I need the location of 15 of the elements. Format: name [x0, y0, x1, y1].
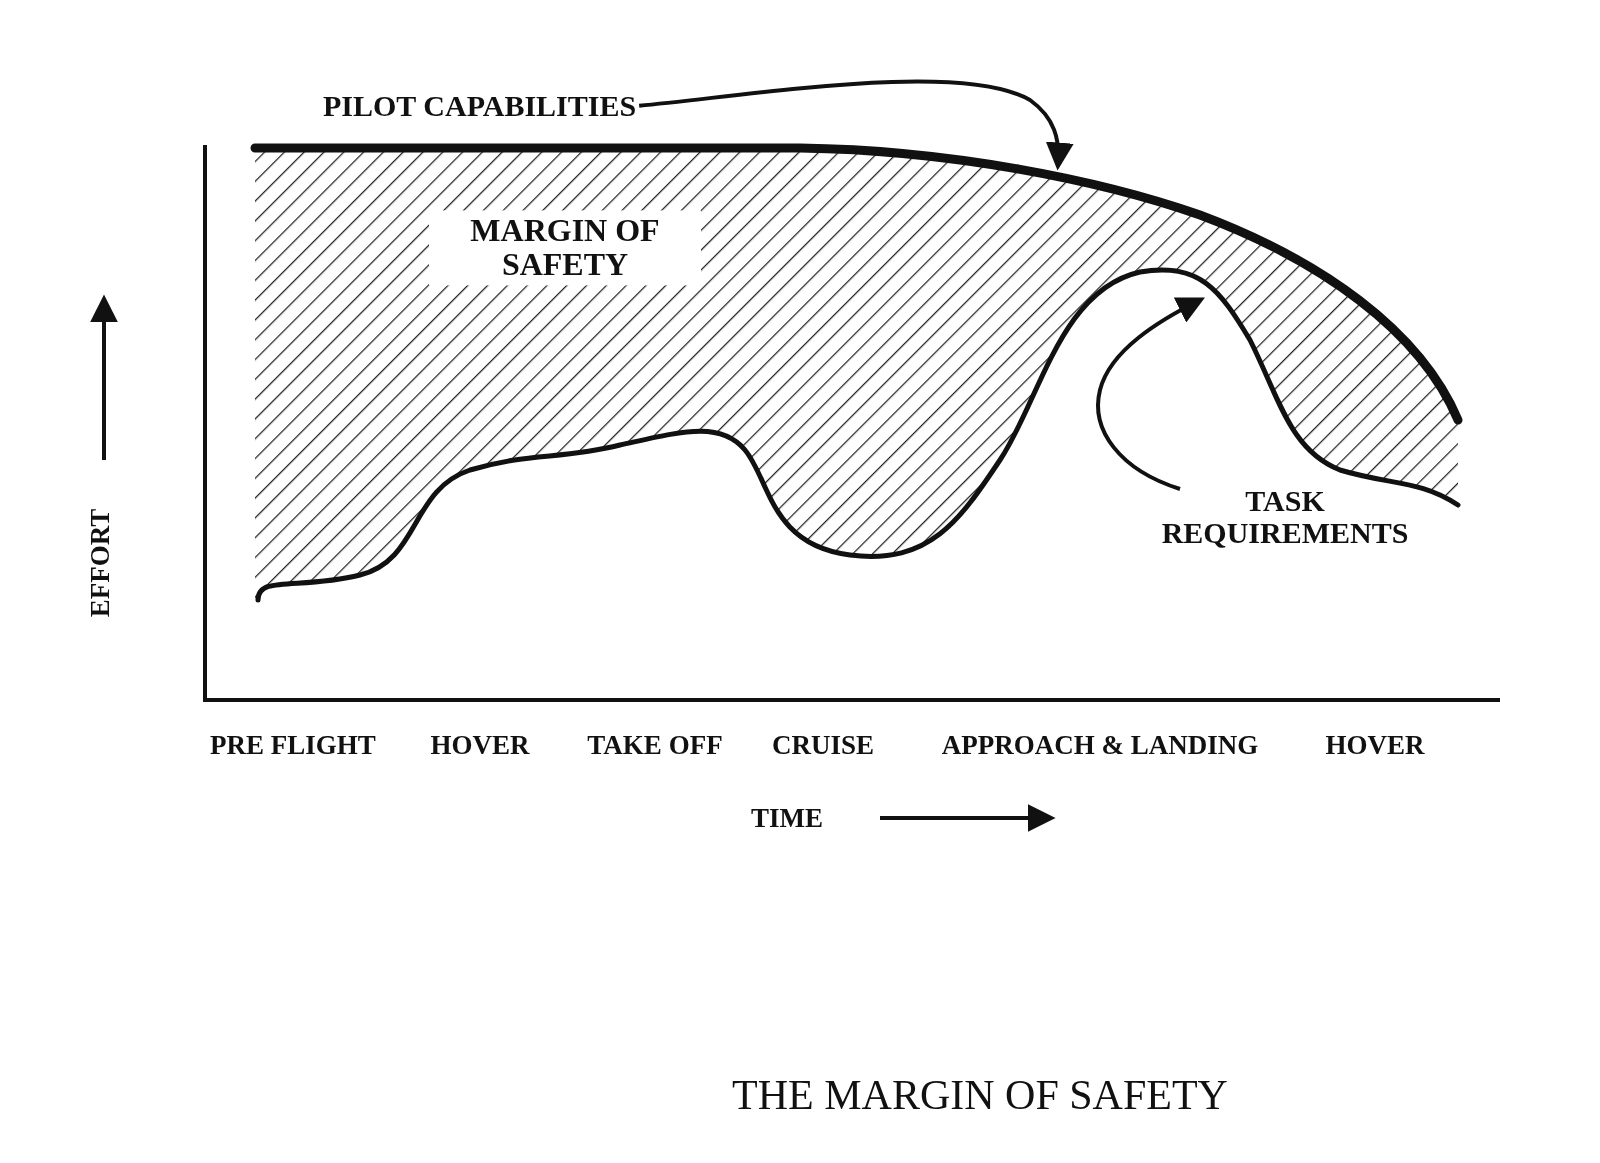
curve-label: TASK REQUIREMENTS [1120, 485, 1450, 548]
phase-label: APPROACH & LANDING [941, 730, 1259, 760]
phase-label: PRE FLIGHT [210, 730, 376, 760]
phase-label: HOVER [430, 730, 530, 760]
phase-label: TAKE OFF [587, 730, 723, 760]
leader-arrow [638, 79, 1074, 171]
axis-title: EFFORT [85, 508, 115, 618]
axis-title: TIME [751, 803, 823, 833]
leader-arrow [1096, 297, 1205, 491]
caption: THE MARGIN OF SAFETY [732, 1072, 1228, 1118]
phase-label: HOVER [1325, 730, 1425, 760]
capability-curve [250, 143, 1463, 425]
curve-label: PILOT CAPABILITIES [323, 90, 637, 122]
phase-label: CRUISE [772, 730, 874, 760]
area-label: MARGIN OF SAFETY [429, 210, 701, 286]
